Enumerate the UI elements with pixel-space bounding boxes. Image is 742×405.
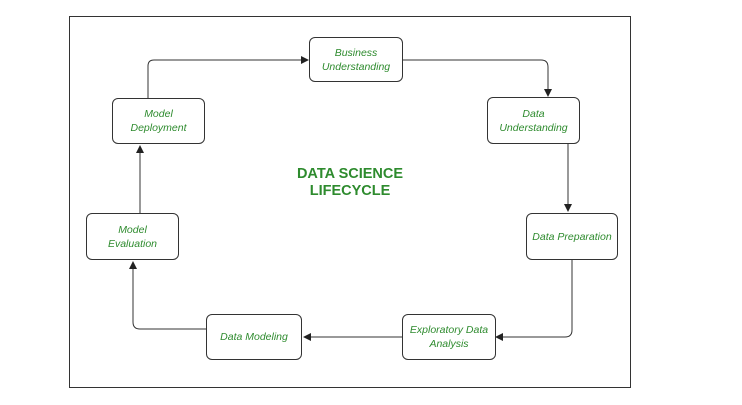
node-label: Business Understanding [321,46,391,73]
node-label: Data Preparation [532,230,612,243]
edge-deployment-to-business [147,56,309,98]
node-data-understanding: Data Understanding [487,97,580,144]
node-model-deployment: Model Deployment [112,98,205,144]
node-label: Data Modeling [220,331,288,343]
diagram-frame [69,16,631,388]
node-exploratory-data-analysis: Exploratory Data Analysis [402,314,496,360]
node-label: Data Understanding [499,107,568,134]
edge-business-to-data-understanding [403,59,552,97]
node-label: Model Evaluation [107,223,158,250]
diagram-title: DATA SCIENCE LIFECYCLE [296,166,404,199]
node-business-understanding: Business Understanding [309,37,403,82]
node-data-modeling: Data Modeling [206,314,302,360]
node-data-preparation: Data Preparation [526,213,618,260]
node-label: Model Deployment [130,108,187,134]
node-model-evaluation: Model Evaluation [86,213,179,260]
node-label: Exploratory Data Analysis [409,324,489,350]
edge-modeling-to-evaluation [129,261,206,330]
edge-preparation-to-eda [495,260,573,341]
